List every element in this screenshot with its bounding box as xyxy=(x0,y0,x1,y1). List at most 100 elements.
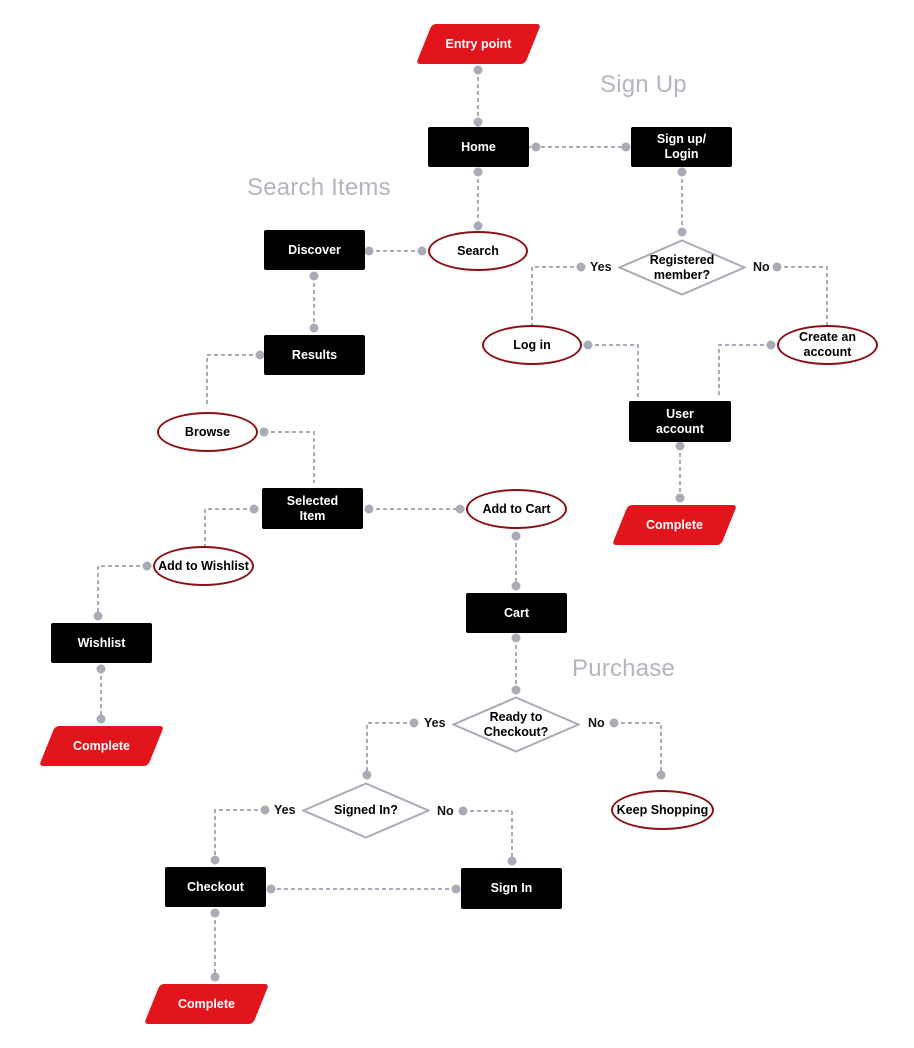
user-account-node[interactable]: User account xyxy=(629,401,731,442)
decision-diamond-shape xyxy=(618,239,746,296)
add-to-wishlist-node[interactable]: Add to Wishlist xyxy=(153,546,254,586)
connector-dot xyxy=(677,227,687,237)
link-ready-keep xyxy=(614,722,662,775)
cart-node[interactable]: Cart xyxy=(466,593,567,633)
entry-point-node[interactable]: Entry point xyxy=(424,24,533,64)
connector-dot xyxy=(583,340,593,350)
connector-dot xyxy=(364,246,374,256)
complete-account-node[interactable]: Complete xyxy=(620,505,729,545)
connector-dot xyxy=(455,504,465,514)
edge-label-signed-yes: Yes xyxy=(274,803,296,817)
link-registered-create xyxy=(777,266,828,345)
log-in-node[interactable]: Log in xyxy=(482,325,582,365)
connector-dot xyxy=(473,221,483,231)
connector-dot xyxy=(675,441,685,451)
connector-dot xyxy=(609,718,619,728)
connector-dot xyxy=(255,350,265,360)
cart-label: Cart xyxy=(503,605,529,620)
section-title-search-items: Search Items xyxy=(247,174,391,201)
link-browse-selected xyxy=(264,431,315,483)
connector-dot xyxy=(364,504,374,514)
selected-item-label: Selected Item xyxy=(286,493,339,523)
registered-member-label: Registered member? xyxy=(649,252,715,282)
add-to-cart-label: Add to Cart xyxy=(482,501,551,516)
connector-dot xyxy=(511,581,521,591)
connector-dot xyxy=(656,770,666,780)
section-title-purchase: Purchase xyxy=(572,655,675,682)
section-title-sign-up: Sign Up xyxy=(600,71,687,98)
edge-label-ready-no: No xyxy=(588,716,605,730)
connector-dot xyxy=(576,262,586,272)
results-node[interactable]: Results xyxy=(264,335,365,375)
log-in-label: Log in xyxy=(513,337,551,352)
connector-dot xyxy=(473,167,483,177)
connector-dot xyxy=(142,561,152,571)
decision-diamond-shape xyxy=(302,782,430,839)
connector-dot xyxy=(621,142,631,152)
browse-label: Browse xyxy=(184,424,231,439)
results-label: Results xyxy=(291,347,338,362)
complete-checkout-node[interactable]: Complete xyxy=(152,984,261,1024)
connector-dot xyxy=(309,323,319,333)
keep-shopping-node[interactable]: Keep Shopping xyxy=(611,790,714,830)
add-to-cart-node[interactable]: Add to Cart xyxy=(466,489,567,529)
connector-dot xyxy=(473,65,483,75)
connector-dot xyxy=(766,340,776,350)
connector-dot xyxy=(531,142,541,152)
edge-label-signed-no: No xyxy=(437,804,454,818)
connector-dot xyxy=(772,262,782,272)
connector-dot xyxy=(458,806,468,816)
connector-dot xyxy=(511,633,521,643)
wishlist-label: Wishlist xyxy=(77,635,126,650)
link-create-useraccount xyxy=(718,344,771,398)
complete-wishlist-node[interactable]: Complete xyxy=(47,726,156,766)
wishlist-node[interactable]: Wishlist xyxy=(51,623,152,663)
connector-dot xyxy=(210,855,220,865)
edge-label-registered-no: No xyxy=(753,260,770,274)
registered-member-decision[interactable]: Registered member? xyxy=(618,239,746,296)
connector-dot xyxy=(417,246,427,256)
browse-node[interactable]: Browse xyxy=(157,412,258,452)
create-account-label: Create an account xyxy=(799,330,856,359)
discover-node[interactable]: Discover xyxy=(264,230,365,270)
link-registered-login xyxy=(531,266,581,345)
sign-in-node[interactable]: Sign In xyxy=(461,868,562,909)
home-node[interactable]: Home xyxy=(428,127,529,167)
connector-dot xyxy=(675,493,685,503)
connector-dot xyxy=(451,884,461,894)
checkout-label: Checkout xyxy=(187,879,244,894)
discover-label: Discover xyxy=(288,242,341,257)
connector-dot xyxy=(309,271,319,281)
connector-dot xyxy=(511,685,521,695)
link-ready-signed xyxy=(366,722,414,775)
checkout-node[interactable]: Checkout xyxy=(165,867,266,907)
connector-dot xyxy=(210,972,220,982)
connector-dot xyxy=(473,117,483,127)
connector-dot xyxy=(362,770,372,780)
ready-to-checkout-label: Ready to Checkout? xyxy=(483,709,549,739)
create-account-node[interactable]: Create an account xyxy=(777,325,878,365)
sign-up-login-node[interactable]: Sign up/ Login xyxy=(631,127,732,167)
connector-dot xyxy=(96,664,106,674)
signed-in-decision[interactable]: Signed In? xyxy=(302,782,430,839)
add-to-wishlist-label: Add to Wishlist xyxy=(158,558,249,573)
connector-dot xyxy=(249,504,259,514)
decision-diamond-shape xyxy=(452,696,580,753)
connector-dot xyxy=(93,611,103,621)
connector-dot xyxy=(507,856,517,866)
search-node[interactable]: Search xyxy=(428,231,528,271)
connector-dot xyxy=(259,427,269,437)
connector-dot xyxy=(409,718,419,728)
search-label: Search xyxy=(457,243,499,258)
ready-to-checkout-decision[interactable]: Ready to Checkout? xyxy=(452,696,580,753)
connector-dot xyxy=(210,908,220,918)
edge-label-ready-yes: Yes xyxy=(424,716,446,730)
complete-account-label: Complete xyxy=(646,517,703,532)
link-results-browse xyxy=(206,354,260,406)
selected-item-node[interactable]: Selected Item xyxy=(262,488,363,529)
complete-checkout-label: Complete xyxy=(178,996,235,1011)
connector-dot xyxy=(511,531,521,541)
link-signed-signin xyxy=(463,810,513,861)
